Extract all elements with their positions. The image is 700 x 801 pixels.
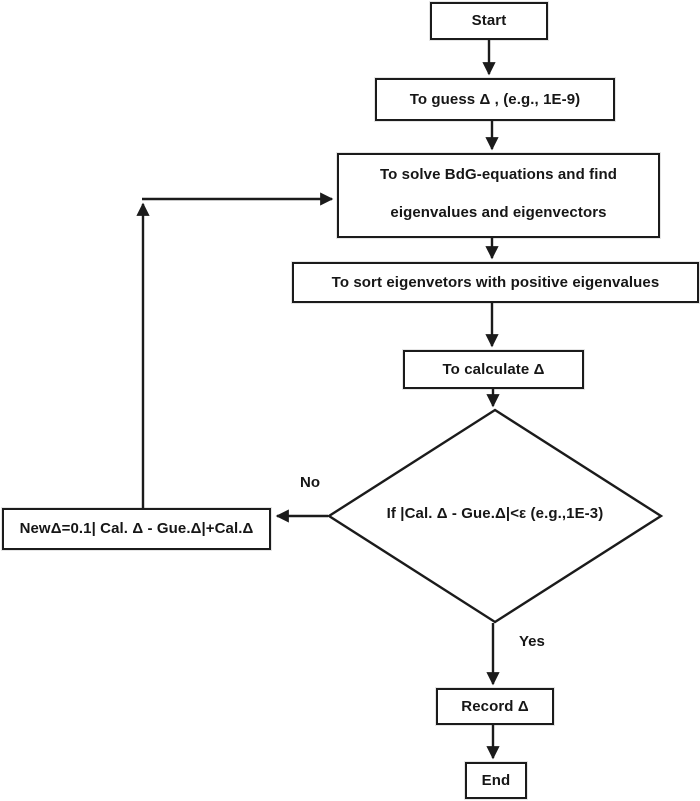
node-end: End xyxy=(465,762,527,799)
node-solve-bdg: To solve BdG-equations and find eigenval… xyxy=(337,153,660,238)
node-start: Start xyxy=(430,2,548,40)
node-solve-bdg-line2: eigenvalues and eigenvectors xyxy=(390,203,607,221)
node-new-delta-label: NewΔ=0.1| Cal. Δ - Gue.Δ|+Cal.Δ xyxy=(19,520,254,538)
node-solve-bdg-line1: To solve BdG-equations and find xyxy=(380,166,617,183)
node-start-label: Start xyxy=(471,12,507,30)
node-record-delta-label: Record Δ xyxy=(461,697,529,715)
node-sort-eigenvectors: To sort eigenvetors with positive eigenv… xyxy=(292,262,699,303)
node-guess-delta: To guess Δ , (e.g., 1E-9) xyxy=(375,78,615,121)
edge-label-yes: Yes xyxy=(519,633,545,650)
node-decision-label: If |Cal. Δ - Gue.Δ|<ε (e.g.,1E-3) xyxy=(386,505,604,522)
edge-label-no: No xyxy=(300,474,320,491)
node-end-label: End xyxy=(481,771,511,789)
node-calculate-delta: To calculate Δ xyxy=(403,350,584,389)
node-sort-eigenvectors-label: To sort eigenvetors with positive eigenv… xyxy=(331,273,660,291)
node-record-delta: Record Δ xyxy=(436,688,554,725)
node-calculate-delta-label: To calculate Δ xyxy=(442,360,545,378)
decision-diamond-shape xyxy=(326,408,664,624)
node-guess-delta-label: To guess Δ , (e.g., 1E-9) xyxy=(409,90,581,108)
node-new-delta: NewΔ=0.1| Cal. Δ - Gue.Δ|+Cal.Δ xyxy=(2,508,271,550)
